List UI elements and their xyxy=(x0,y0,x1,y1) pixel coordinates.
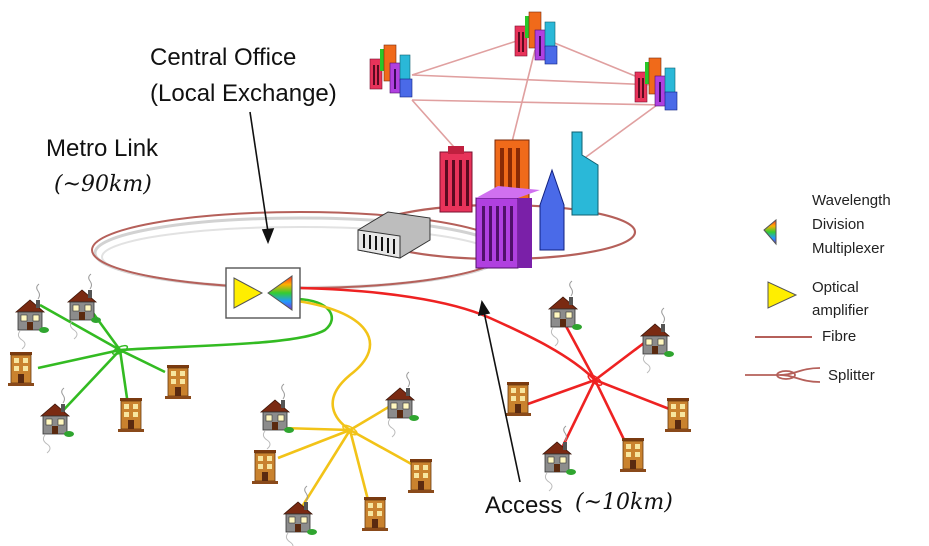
apartment-building-icon xyxy=(664,397,692,433)
house-icon xyxy=(548,280,583,347)
legend-amplifier-icon xyxy=(767,281,798,309)
house-icon xyxy=(640,307,675,374)
callout-arrows xyxy=(249,111,521,483)
apartment-building-icon xyxy=(361,496,389,532)
apartment-building-icon xyxy=(7,351,35,387)
house-icon xyxy=(283,485,318,546)
central-office-label: Central Office xyxy=(150,44,297,71)
core-ring-links xyxy=(411,34,666,166)
apartment-building-icon xyxy=(117,397,145,433)
legend-splitter-icon xyxy=(745,367,821,383)
local-exchange-label: (Local Exchange) xyxy=(150,80,337,107)
house-icon xyxy=(260,383,295,450)
apartment-building-icon xyxy=(251,449,279,485)
house-icon xyxy=(542,425,577,492)
legend-wdm-line2: Division xyxy=(812,216,865,233)
legend-symbols xyxy=(745,218,821,383)
access-fibre-yellow xyxy=(277,298,416,511)
apartment-building-icon xyxy=(164,364,192,400)
house-icon xyxy=(15,283,50,350)
legend-amp-line2: amplifier xyxy=(812,302,869,319)
metro-distance-label: (~90km) xyxy=(54,172,152,197)
access-label: Access xyxy=(485,492,563,519)
legend-fibre-label: Fibre xyxy=(822,328,857,345)
legend-wdm-icon xyxy=(763,218,777,246)
legend-wdm-line3: Multiplexer xyxy=(812,240,885,257)
house-icon xyxy=(40,387,75,454)
metro-link-label: Metro Link xyxy=(46,135,159,162)
apartment-building-icon xyxy=(504,381,532,417)
wavelength-division-multiplexer-icon xyxy=(267,275,293,311)
legend-wdm-line1: Wavelength xyxy=(812,192,891,209)
central-office-building-icon xyxy=(357,211,431,259)
legend-amp-line1: Optical xyxy=(812,279,859,296)
legend-splitter-label: Splitter xyxy=(828,367,875,384)
optical-amplifier-icon xyxy=(233,277,264,309)
house-icon xyxy=(385,371,420,438)
access-distance-label: (~10km) xyxy=(575,490,673,515)
apartment-building-icon xyxy=(619,437,647,473)
amplifier-wdm-node xyxy=(225,267,301,319)
city-center-buildings-icon xyxy=(439,131,599,269)
apartment-building-icon xyxy=(407,458,435,494)
